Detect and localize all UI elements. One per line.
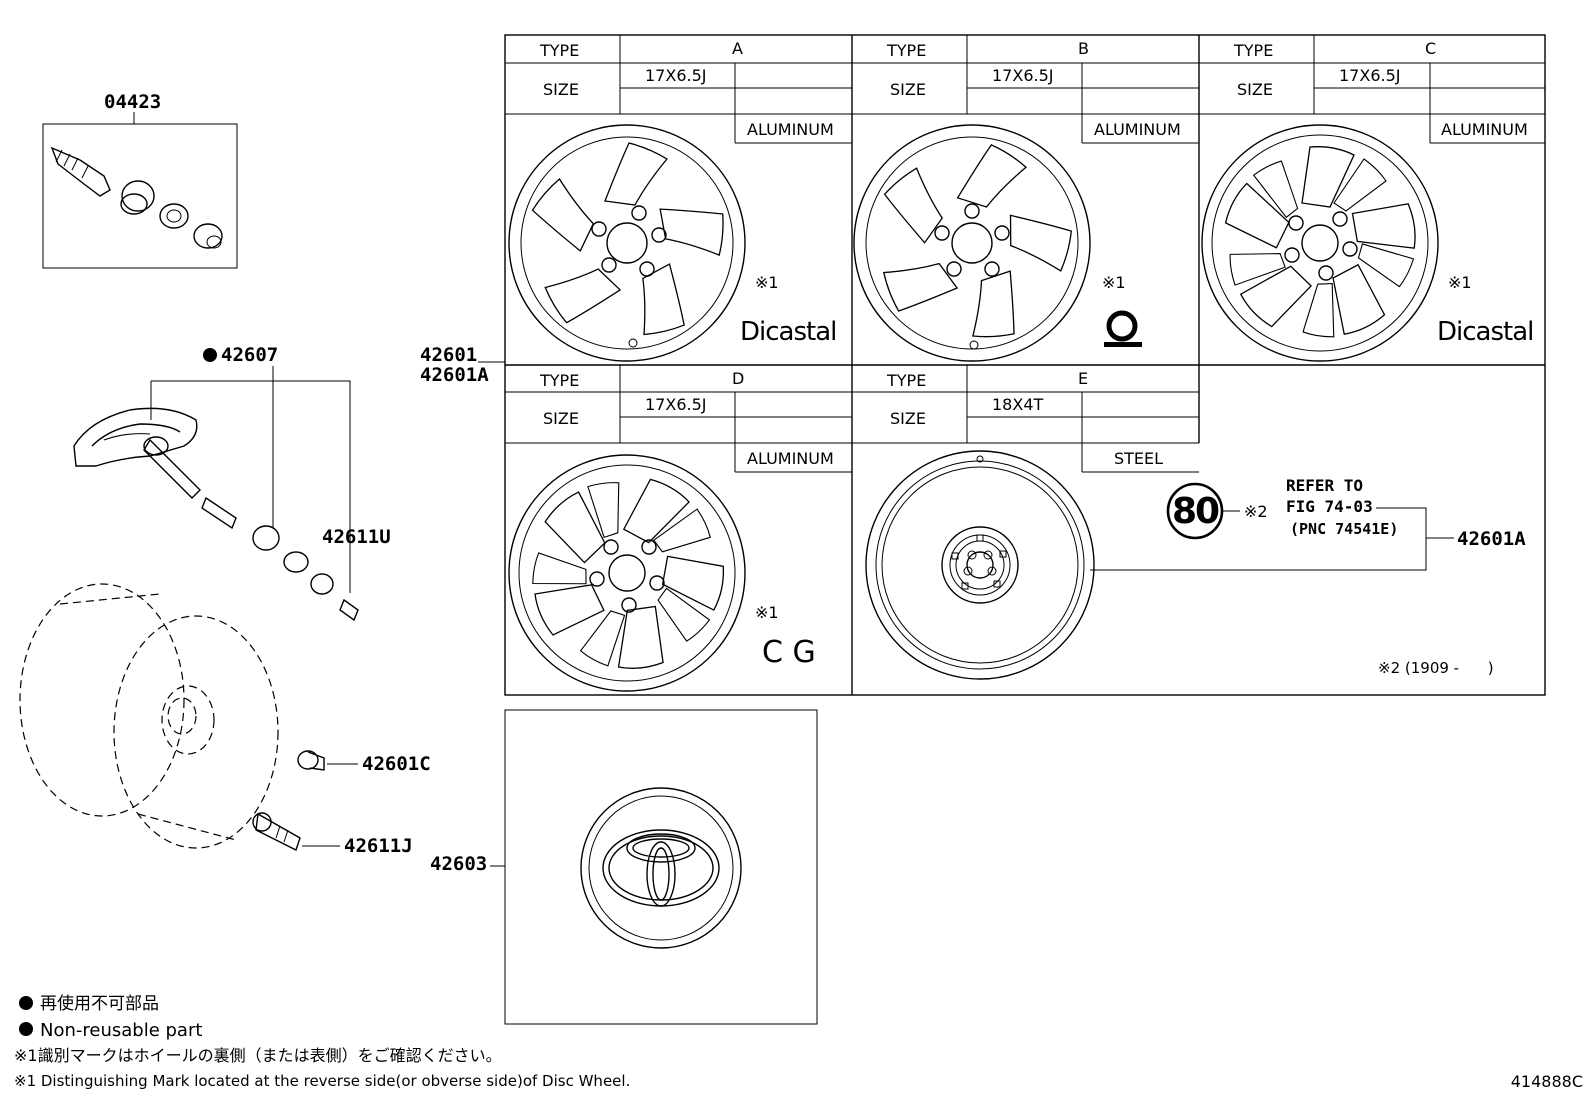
- refer-line3: (PNC 74541E): [1290, 520, 1398, 538]
- material-C: ALUMINUM: [1441, 120, 1528, 139]
- header-block-C: [1199, 35, 1545, 144]
- brand-A: Dicastal: [740, 317, 836, 347]
- type-value-C: C: [1425, 39, 1436, 58]
- type-value-D: D: [732, 369, 744, 388]
- legend-jp-nonreusable: 再使用不可部品: [40, 993, 159, 1014]
- size-value-D: 17X6.5J: [645, 395, 706, 414]
- part-label-42601C: 42601C: [362, 753, 431, 775]
- valve-stem-icon: [252, 812, 301, 851]
- size-label-D: SIZE: [543, 409, 579, 428]
- center-cap-box: [504, 709, 818, 1025]
- size-label-E: SIZE: [890, 409, 926, 428]
- part-label-42601A: 42601A: [420, 364, 489, 386]
- size-label-B: SIZE: [890, 80, 926, 99]
- refer-line2: FIG 74-03: [1286, 497, 1373, 516]
- type-label-E: TYPE: [886, 371, 926, 390]
- size-label-A: SIZE: [543, 80, 579, 99]
- part-label-42603: 42603: [430, 853, 487, 875]
- figure-id: 414888C: [1511, 1072, 1583, 1091]
- type-value-E: E: [1078, 369, 1088, 388]
- part-label-42607: 42607: [221, 344, 278, 366]
- material-D: ALUMINUM: [747, 449, 834, 468]
- toyota-emblem-icon: [580, 787, 742, 949]
- mark-note-D: ※1: [755, 603, 779, 622]
- part-label-42611U: 42611U: [322, 526, 391, 548]
- size-value-E: 18X4T: [992, 395, 1044, 414]
- type-value-B: B: [1078, 39, 1089, 58]
- part-label-42611J: 42611J: [344, 835, 413, 857]
- tpms-sensor-icon: [73, 407, 359, 622]
- valve-kit-box: [42, 123, 238, 269]
- refer-mark: ※2: [1244, 502, 1268, 521]
- size-label-C: SIZE: [1237, 80, 1273, 99]
- header-block-A: [505, 35, 852, 144]
- mark-note-B: ※1: [1102, 273, 1126, 292]
- header-block-E: [852, 365, 1199, 473]
- tire-outline: [19, 583, 279, 849]
- svg-text:80: 80: [1172, 491, 1219, 532]
- legend-jp-note1: ※1識別マークはホイールの裏側（または表側）をご確認ください。: [14, 1046, 502, 1065]
- material-A: ALUMINUM: [747, 120, 834, 139]
- wheel-A-drawing: [508, 124, 746, 362]
- type-label-A: TYPE: [539, 41, 579, 60]
- mark-note-C: ※1: [1448, 273, 1472, 292]
- size-value-C: 17X6.5J: [1339, 66, 1400, 85]
- legend-en-note1: ※1 Distinguishing Mark located at the re…: [14, 1072, 630, 1090]
- wheel-E-drawing: [865, 450, 1095, 680]
- material-E: STEEL: [1114, 449, 1163, 468]
- refer-line1: REFER TO: [1286, 476, 1363, 495]
- type-label-C: TYPE: [1233, 41, 1273, 60]
- brand-C: Dicastal: [1437, 317, 1533, 347]
- size-value-A: 17X6.5J: [645, 66, 706, 85]
- size-value-B: 17X6.5J: [992, 66, 1053, 85]
- header-block-D: [505, 365, 852, 473]
- wheel-B-drawing: [853, 124, 1091, 362]
- type-label-B: TYPE: [886, 41, 926, 60]
- hub-nut-icon: [297, 750, 325, 771]
- wheel-table-grid: [504, 34, 1546, 696]
- footnote-2: ※2 (1909 - ): [1378, 659, 1494, 677]
- legend-dot-en: [19, 1022, 33, 1036]
- wheel-C-drawing: [1201, 124, 1439, 362]
- non-reusable-dot: [203, 348, 217, 362]
- part-label-42601: 42601: [420, 344, 477, 366]
- part-label-04423: 04423: [104, 91, 161, 113]
- wheel-D-drawing: [508, 454, 746, 692]
- type-label-D: TYPE: [539, 371, 579, 390]
- brand-mark-B-icon: [1104, 310, 1142, 347]
- refer-badge: 80: [1166, 482, 1224, 540]
- type-value-A: A: [732, 39, 743, 58]
- valve-kit-icon: [50, 146, 223, 249]
- mark-note-A: ※1: [755, 273, 779, 292]
- brand-D: C G: [762, 635, 816, 670]
- legend-dot-jp: [19, 996, 33, 1010]
- material-B: ALUMINUM: [1094, 120, 1181, 139]
- header-block-B: [852, 35, 1199, 144]
- legend-en-nonreusable: Non-reusable part: [40, 1020, 202, 1041]
- part-label-42601A-right: 42601A: [1457, 528, 1526, 550]
